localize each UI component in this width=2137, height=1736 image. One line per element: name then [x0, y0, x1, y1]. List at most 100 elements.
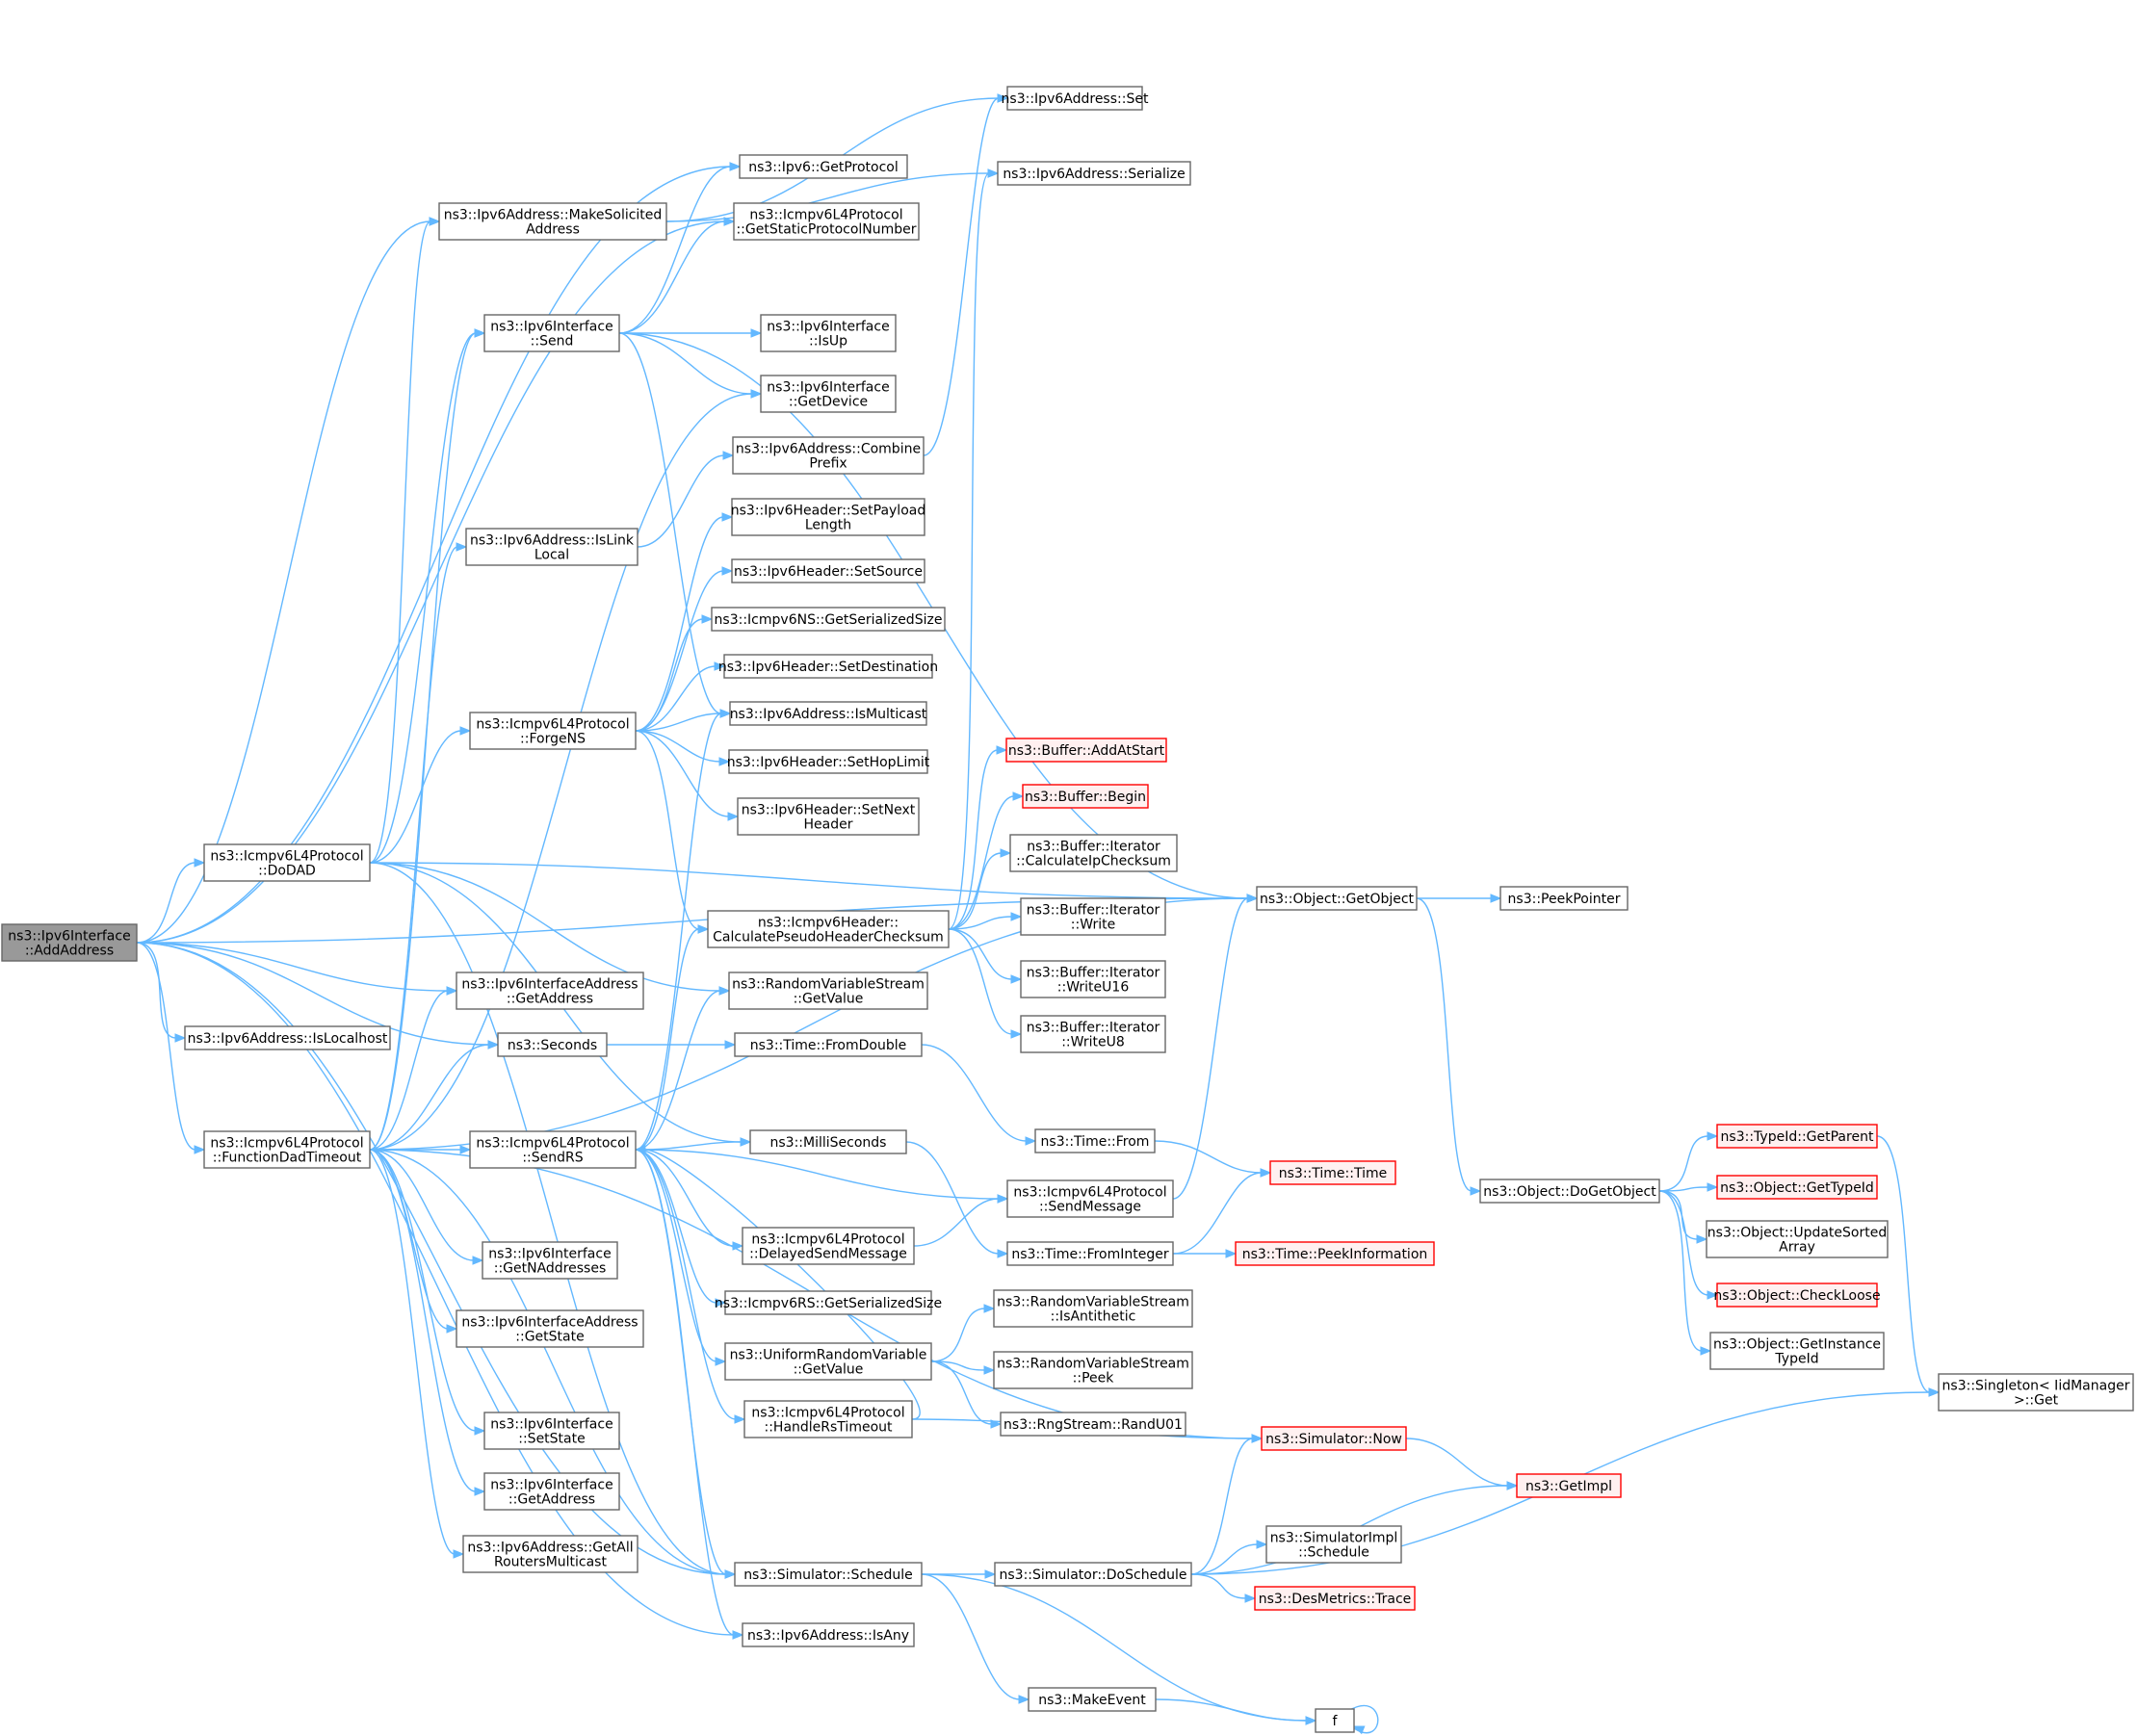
node-delayed-send-message[interactable]: ns3::Icmpv6L4Protocol::DelayedSendMessag…	[742, 1227, 915, 1265]
node-handle-rs-timeout[interactable]: ns3::Icmpv6L4Protocol::HandleRsTimeout	[743, 1400, 913, 1438]
node-ipv6-get-protocol[interactable]: ns3::Ipv6::GetProtocol	[739, 154, 908, 179]
node-sim-now[interactable]: ns3::Simulator::Now	[1261, 1426, 1407, 1451]
node-box[interactable]	[465, 528, 638, 566]
node-box[interactable]	[707, 910, 950, 948]
node-impl-schedule[interactable]: ns3::SimulatorImpl::Schedule	[1265, 1525, 1402, 1564]
node-box[interactable]	[1315, 1708, 1355, 1733]
node-box[interactable]	[1, 923, 138, 962]
node-rs-get-serialized-size[interactable]: ns3::Icmpv6RS::GetSerializedSize	[715, 1290, 942, 1315]
node-box[interactable]	[739, 154, 908, 179]
node-box[interactable]	[1716, 1124, 1878, 1149]
node-box[interactable]	[760, 375, 897, 413]
node-box[interactable]	[1254, 1586, 1416, 1611]
node-add-address[interactable]: ns3::Ipv6Interface::AddAddress	[1, 923, 138, 962]
node-write-u8[interactable]: ns3::Buffer::Iterator::WriteU8	[1020, 1015, 1166, 1053]
node-box[interactable]	[742, 1227, 915, 1265]
node-box[interactable]	[1006, 86, 1143, 111]
node-rand-u01[interactable]: ns3::RngStream::RandU01	[1000, 1412, 1186, 1437]
node-get-n-addresses[interactable]: ns3::Ipv6Interface::GetNAddresses	[482, 1241, 618, 1280]
node-box[interactable]	[711, 607, 946, 632]
node-box[interactable]	[184, 1025, 391, 1050]
node-send[interactable]: ns3::Ipv6Interface::Send	[483, 314, 620, 352]
node-buffer-begin[interactable]: ns3::Buffer::Begin	[1022, 784, 1149, 809]
node-box[interactable]	[483, 1472, 620, 1511]
node-box[interactable]	[469, 1130, 637, 1169]
node-box[interactable]	[482, 1241, 618, 1280]
node-send-message[interactable]: ns3::Icmpv6L4Protocol::SendMessage	[1006, 1179, 1174, 1218]
node-calc-checksum[interactable]: ns3::Icmpv6Header::CalculatePseudoHeader…	[707, 910, 950, 948]
node-make-event[interactable]: ns3::MakeEvent	[1028, 1687, 1157, 1712]
node-box[interactable]	[1269, 1160, 1396, 1185]
node-add-at-start[interactable]: ns3::Buffer::AddAtStart	[1005, 738, 1167, 763]
node-iface-addr-get-state[interactable]: ns3::Ipv6InterfaceAddress::GetState	[456, 1309, 644, 1348]
node-box[interactable]	[749, 1129, 907, 1154]
node-box[interactable]	[731, 498, 925, 536]
node-box[interactable]	[1479, 1179, 1660, 1204]
node-box[interactable]	[1235, 1241, 1435, 1266]
node-box[interactable]	[729, 701, 927, 726]
node-function-dad-timeout[interactable]: ns3::Icmpv6L4Protocol::FunctionDadTimeou…	[203, 1130, 371, 1169]
node-from-double[interactable]: ns3::Time::FromDouble	[734, 1032, 923, 1057]
node-singleton-get[interactable]: ns3::Singleton< IidManager >::Get	[1938, 1373, 2134, 1412]
node-box[interactable]	[733, 202, 920, 241]
node-box[interactable]	[1020, 1015, 1166, 1053]
node-box[interactable]	[1938, 1373, 2134, 1412]
node-do-schedule[interactable]: ns3::Simulator::DoSchedule	[994, 1562, 1192, 1587]
node-peek[interactable]: ns3::RandomVariableStream::Peek	[993, 1351, 1193, 1389]
node-box[interactable]	[203, 843, 371, 882]
node-box[interactable]	[1006, 1179, 1174, 1218]
node-box[interactable]	[1709, 1332, 1885, 1370]
node-get-impl[interactable]: ns3::GetImpl	[1516, 1473, 1622, 1498]
node-get-parent[interactable]: ns3::TypeId::GetParent	[1716, 1124, 1878, 1149]
node-do-dad[interactable]: ns3::Icmpv6L4Protocol::DoDAD	[203, 843, 371, 882]
node-box[interactable]	[203, 1130, 371, 1169]
node-iface-addr-get-address[interactable]: ns3::Ipv6InterfaceAddress::GetAddress	[456, 972, 644, 1010]
node-box[interactable]	[1022, 784, 1149, 809]
node-is-up[interactable]: ns3::Ipv6Interface::IsUp	[760, 314, 897, 352]
node-set-destination[interactable]: ns3::Ipv6Header::SetDestination	[718, 654, 938, 679]
node-milli-seconds[interactable]: ns3::MilliSeconds	[749, 1129, 907, 1154]
node-box[interactable]	[728, 749, 928, 774]
node-box[interactable]	[724, 1290, 932, 1315]
node-box[interactable]	[1020, 960, 1166, 998]
node-get-object[interactable]: ns3::Object::GetObject	[1256, 886, 1418, 911]
node-box[interactable]	[731, 558, 925, 583]
node-box[interactable]	[456, 972, 644, 1010]
node-send-rs[interactable]: ns3::Icmpv6L4Protocol::SendRS	[469, 1130, 637, 1169]
node-set-hop-limit[interactable]: ns3::Ipv6Header::SetHopLimit	[727, 749, 930, 774]
node-box[interactable]	[456, 1309, 644, 1348]
node-set-source[interactable]: ns3::Ipv6Header::SetSource	[731, 558, 925, 583]
node-box[interactable]	[1265, 1525, 1402, 1564]
node-time-from[interactable]: ns3::Time::From	[1034, 1128, 1156, 1153]
node-box[interactable]	[737, 797, 920, 836]
node-rvs-get-value[interactable]: ns3::RandomVariableStream::GetValue	[728, 972, 928, 1010]
node-box[interactable]	[1000, 1412, 1186, 1437]
node-box[interactable]	[438, 202, 667, 241]
node-ns-get-serialized-size[interactable]: ns3::Icmpv6NS::GetSerializedSize	[711, 607, 946, 632]
node-box[interactable]	[483, 1412, 620, 1450]
node-box[interactable]	[462, 1535, 638, 1573]
node-box[interactable]	[734, 1032, 923, 1057]
node-box[interactable]	[993, 1289, 1193, 1328]
node-box[interactable]	[1005, 738, 1167, 763]
node-box[interactable]	[1006, 1241, 1174, 1266]
node-box[interactable]	[1009, 834, 1178, 872]
node-do-get-object[interactable]: ns3::Object::DoGetObject	[1479, 1179, 1660, 1204]
node-box[interactable]	[1256, 886, 1418, 911]
node-box[interactable]	[742, 1622, 915, 1647]
node-box[interactable]	[732, 436, 925, 475]
node-time-time[interactable]: ns3::Time::Time	[1269, 1160, 1396, 1185]
node-iface-get-address[interactable]: ns3::Ipv6Interface::GetAddress	[483, 1472, 620, 1511]
node-urv-get-value[interactable]: ns3::UniformRandomVariable::GetValue	[724, 1342, 932, 1381]
node-box[interactable]	[1020, 897, 1166, 936]
node-from-integer[interactable]: ns3::Time::FromInteger	[1006, 1241, 1174, 1266]
node-box[interactable]	[994, 1562, 1192, 1587]
node-box[interactable]	[1716, 1175, 1878, 1200]
